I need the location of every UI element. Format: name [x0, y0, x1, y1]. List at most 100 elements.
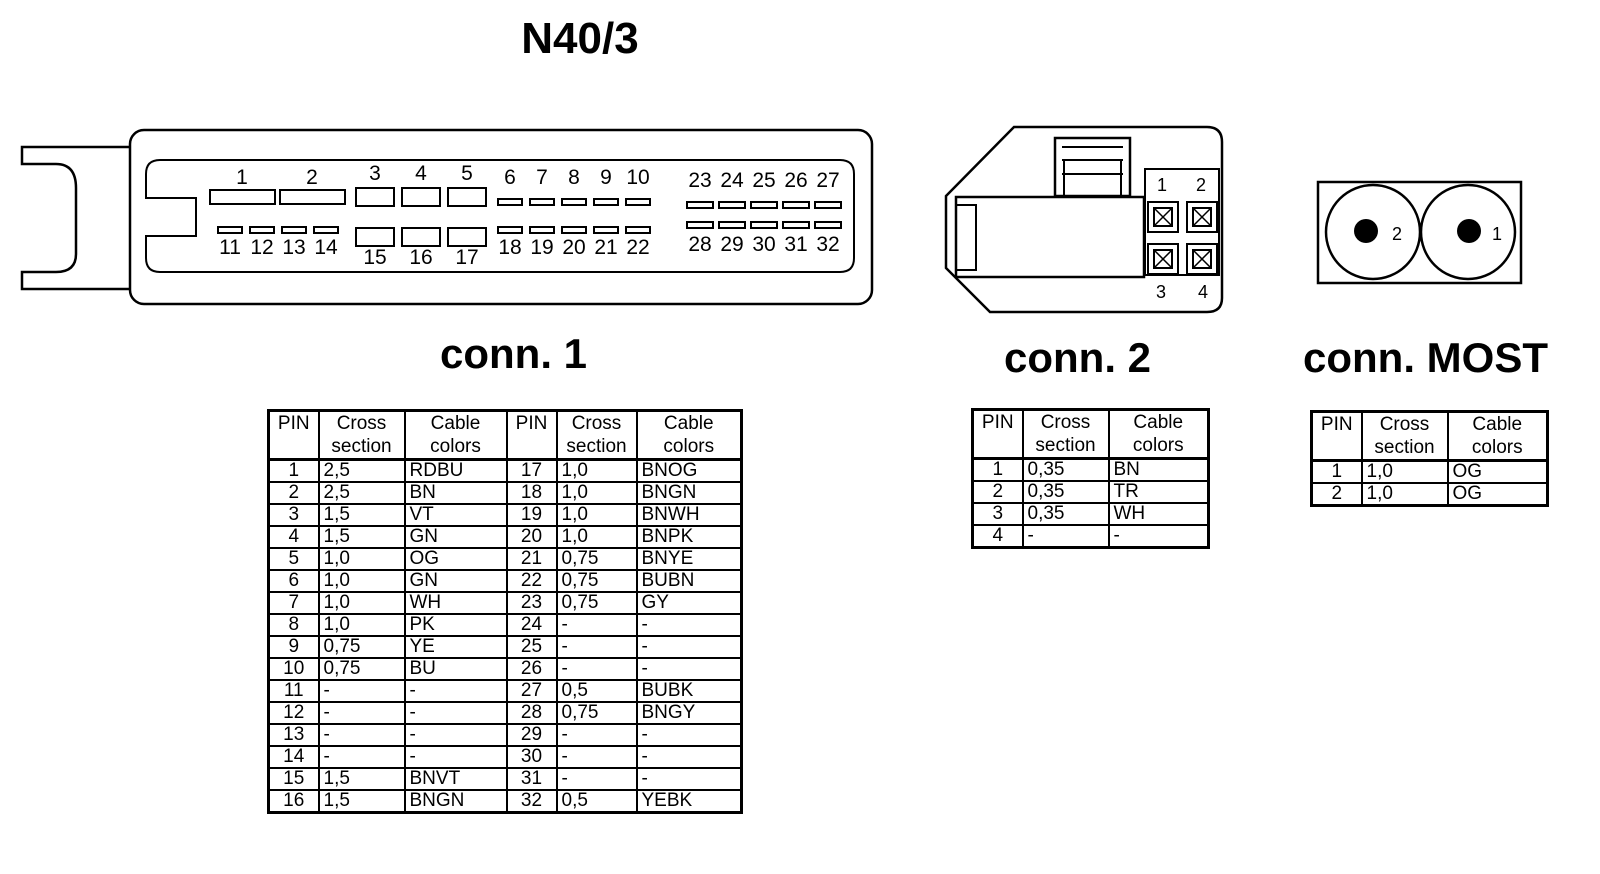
pin-socket	[814, 201, 842, 209]
pin-socket	[281, 226, 307, 234]
table-cell: 0,35	[1021, 502, 1110, 526]
table-cell: 2,5	[317, 458, 406, 483]
pin-number: 19	[530, 236, 553, 259]
table-cell: 1,5	[317, 525, 406, 549]
pin-socket	[497, 226, 523, 234]
table-cell: -	[555, 767, 638, 791]
conn2-pin-block	[1144, 168, 1220, 276]
pin-cross	[1153, 249, 1173, 269]
pin-number: 20	[562, 236, 585, 259]
table-cell: -	[635, 613, 743, 637]
conn2-label: conn. 2	[1004, 334, 1152, 381]
pin-number: 23	[688, 169, 711, 192]
table-cell: 3	[267, 503, 320, 527]
table-cell: 24	[505, 613, 558, 637]
table-cell: 17	[505, 458, 558, 483]
table-cell: 0,5	[555, 789, 638, 814]
table-cell: -	[555, 657, 638, 681]
table-cell: 29	[505, 723, 558, 747]
table-cell: -	[403, 701, 508, 725]
table-cell: OG	[1446, 459, 1549, 484]
pin-number: 17	[455, 246, 478, 269]
table-cell: VT	[403, 503, 508, 527]
pin-socket	[279, 189, 346, 205]
pin-socket	[593, 198, 619, 206]
most-contact	[1457, 219, 1481, 243]
pin-socket	[814, 221, 842, 229]
table-row: 4--	[971, 524, 1210, 549]
table-cell: -	[317, 745, 406, 769]
pin-number: 13	[282, 236, 305, 259]
pin-socket	[686, 201, 714, 209]
table-cell: -	[1107, 524, 1210, 549]
pin-number: 4	[1198, 282, 1208, 302]
header-pin: PIN	[505, 409, 558, 461]
table-cell: 1,0	[317, 569, 406, 593]
pin-socket	[1147, 201, 1179, 233]
table-cell: 1	[267, 458, 320, 483]
table-cell: 32	[505, 789, 558, 814]
conn1-housing	[128, 128, 874, 306]
conn2-housing	[944, 125, 1224, 314]
pin-number: 27	[816, 169, 839, 192]
pin-socket	[209, 189, 276, 205]
table-cell: 1,0	[555, 525, 638, 549]
table-cell: 11	[267, 679, 320, 703]
table-cell: 23	[505, 591, 558, 615]
table-cell: 1,0	[555, 458, 638, 483]
table-cell: 21	[505, 547, 558, 571]
pin-socket	[217, 226, 243, 234]
table-cell: -	[555, 635, 638, 659]
pin-number: 32	[816, 233, 839, 256]
table-cell: 1,5	[317, 789, 406, 814]
pin-number: 12	[250, 236, 273, 259]
table-cell: OG	[403, 547, 508, 571]
table-cell: YEBK	[635, 789, 743, 814]
table-cell: 0,5	[555, 679, 638, 703]
table-cell: BNPK	[635, 525, 743, 549]
table-cell: 1,0	[1360, 482, 1449, 507]
table-cell: 6	[267, 569, 320, 593]
table-cell: -	[635, 723, 743, 747]
pin-socket	[355, 227, 395, 247]
pin-number: 5	[461, 162, 473, 185]
pin-number: 8	[568, 166, 580, 189]
table-cell: WH	[1107, 502, 1210, 526]
pin-number: 16	[409, 246, 432, 269]
table-cell: 14	[267, 745, 320, 769]
table-cell: -	[317, 679, 406, 703]
table-cell: 0,75	[555, 591, 638, 615]
table-cell: 18	[505, 481, 558, 505]
table-cell: 0,75	[555, 701, 638, 725]
table-cell: 8	[267, 613, 320, 637]
header-pin: PIN	[1310, 410, 1363, 462]
table-cell: 0,35	[1021, 480, 1110, 504]
pin-cross	[1192, 207, 1212, 227]
table-cell: 0,75	[555, 547, 638, 571]
table-cell: GN	[403, 569, 508, 593]
pin-number: 6	[504, 166, 516, 189]
table-cell: 31	[505, 767, 558, 791]
table-cell: 26	[505, 657, 558, 681]
table-cell: 0,35	[1021, 457, 1110, 482]
table-cell: 0,75	[555, 569, 638, 593]
pin-socket	[313, 226, 339, 234]
pin-number: 3	[1156, 282, 1166, 302]
